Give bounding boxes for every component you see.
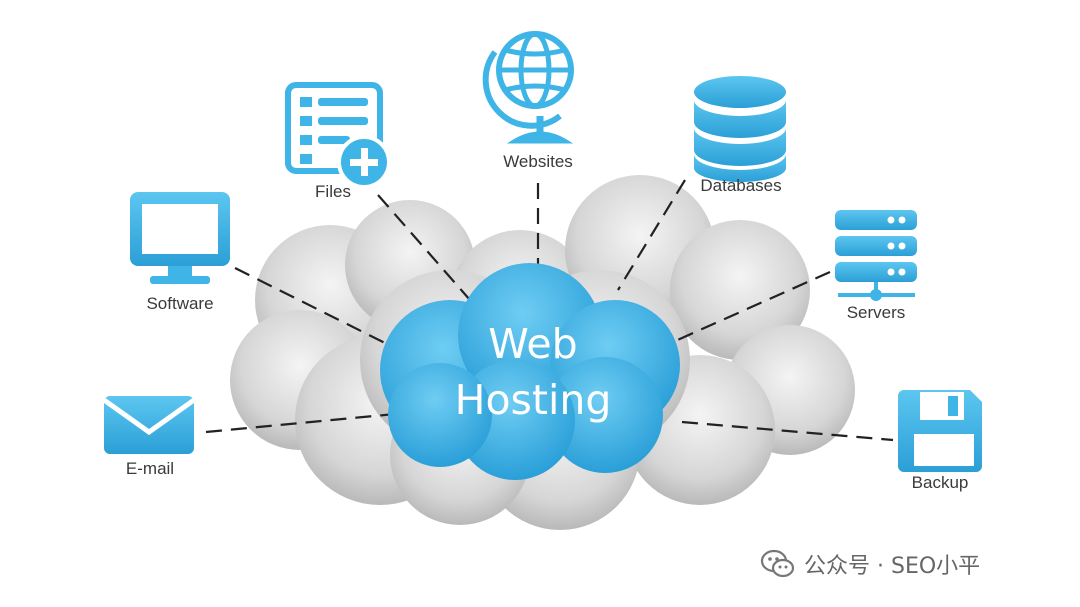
connector-servers [654, 270, 831, 352]
center-title-line1: Web [488, 320, 578, 368]
label-backup: Backup [911, 473, 969, 492]
monitor-icon [130, 192, 230, 284]
label-software: Software [146, 294, 214, 313]
envelope-icon [102, 396, 196, 454]
watermark: 公众号 · SEO小平 [760, 548, 980, 580]
connector-software [234, 267, 396, 349]
connector-lines [205, 179, 894, 442]
connector-backup [681, 420, 894, 442]
watermark-text: 公众号 · SEO小平 [804, 554, 981, 579]
label-servers: Servers [846, 303, 906, 322]
label-websites: Websites [503, 152, 573, 171]
center-title-line2: Hosting [454, 376, 612, 424]
globe-icon [482, 31, 574, 144]
server-rack-icon [835, 210, 917, 301]
label-files: Files [315, 182, 351, 201]
floppy-disk-icon [898, 390, 982, 472]
database-icon [694, 76, 786, 182]
wechat-icon [760, 549, 795, 578]
connector-databases [617, 179, 686, 291]
label-databases: Databases [700, 176, 782, 195]
file-list-icon [285, 82, 391, 189]
web-hosting-cloud [380, 263, 680, 480]
connector-email [205, 412, 396, 434]
label-email: E-mail [125, 459, 175, 478]
